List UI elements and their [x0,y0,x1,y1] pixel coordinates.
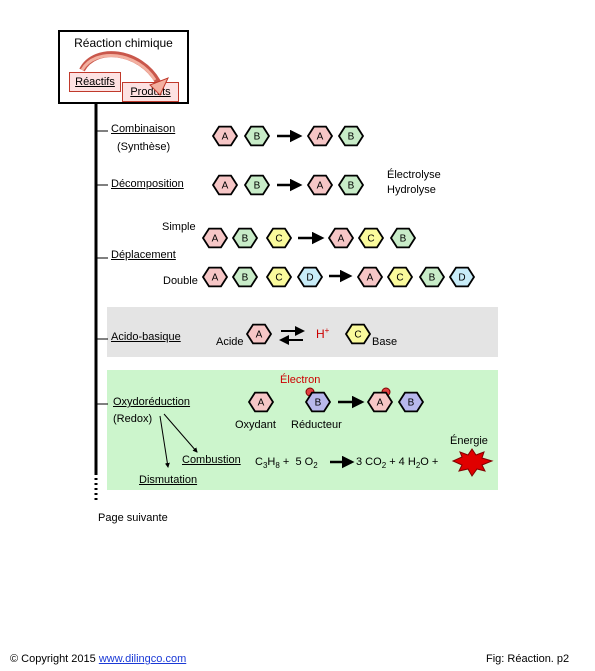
molecule-letter: C [275,234,282,245]
dismutation-label[interactable]: Dismutation [139,474,198,486]
molecule-b [389,227,417,249]
molecule-letter: A [222,132,229,143]
molecule-a [211,174,239,196]
molecule-a [201,266,229,288]
energy-burst [451,448,494,477]
molecule-a [245,323,273,345]
products-tag[interactable]: Produits [122,82,179,102]
double-label: Double [163,275,198,287]
footer-fig: Fig: Réaction. p2 [486,653,570,665]
combination-label[interactable]: Combinaison [111,123,176,135]
molecule-letter: B [408,398,415,409]
footer-copyright: © Copyright 2015 www.dilingco.com [10,653,187,665]
molecule-letter: A [256,330,263,341]
molecule-b [231,227,259,249]
molecule-b [337,125,365,147]
molecule-b [231,266,259,288]
molecule-letter: B [242,234,249,245]
molecule-b [243,125,271,147]
molecule-letter: B [348,181,355,192]
molecule-letter: B [242,273,249,284]
molecule-letter: B [315,398,322,409]
molecule-d [448,266,476,288]
combustion-equation: C3H8 + 5 O2 [255,456,318,471]
molecule-b [304,391,332,413]
molecule-a [366,391,394,413]
acid-label: Acide [216,336,244,348]
title-text: Réaction chimique [74,36,173,50]
redox-sub: (Redox) [113,413,153,425]
molecule-letter: A [222,181,229,192]
acidbase-label[interactable]: Acido-basique [111,331,181,343]
molecule-a [211,125,239,147]
reductant-label: Réducteur [291,419,342,431]
electron-label: Électron [280,374,321,386]
combination-sub: (Synthèse) [117,141,171,153]
molecule-b [337,174,365,196]
molecule-letter: A [317,181,324,192]
next-page-label[interactable]: Page suivante [98,512,168,524]
base-label: Base [372,336,398,348]
molecule-c [357,227,385,249]
molecule-b [243,174,271,196]
electrolysis-note: Électrolyse [387,169,441,181]
molecule-letter: A [377,398,384,409]
decomposition-label[interactable]: Décomposition [111,178,184,190]
combustion-label[interactable]: Combustion [182,454,241,466]
molecule-a [201,227,229,249]
molecule-letter: A [258,398,265,409]
footer-site-link[interactable]: www.dilingco.com [98,653,187,665]
molecule-c [265,227,293,249]
molecule-letter: A [338,234,345,245]
molecule-letter: B [254,181,261,192]
reaction-title-box: Réaction chimique Réactifs Produits [58,30,189,104]
molecule-letter: C [275,273,282,284]
molecule-letter: B [429,273,436,284]
molecule-letter: D [306,273,313,284]
molecule-letter: A [212,273,219,284]
molecule-letter: A [212,234,219,245]
simple-label: Simple [162,221,196,233]
molecule-c [386,266,414,288]
energy-label: Énergie [450,435,488,447]
molecule-letter: C [354,330,361,341]
redox-label[interactable]: Oxydoréduction [113,396,191,408]
molecule-b [418,266,446,288]
displacement-label[interactable]: Déplacement [111,249,176,261]
molecule-a [356,266,384,288]
molecule-a [327,227,355,249]
molecule-letter: B [400,234,407,245]
molecule-letter: C [367,234,374,245]
proton-label: H+ [316,326,330,341]
molecule-letter: A [367,273,374,284]
molecule-a [306,125,334,147]
molecule-c [265,266,293,288]
molecule-letter: C [396,273,403,284]
molecule-a [306,174,334,196]
molecule-letter: A [317,132,324,143]
molecule-letter: B [348,132,355,143]
oxidant-label: Oxydant [235,419,276,431]
hydrolysis-note: Hydrolyse [387,184,436,196]
molecule-d [296,266,324,288]
molecule-c [344,323,372,345]
redox-panel [107,370,498,490]
reactants-tag[interactable]: Réactifs [69,72,121,92]
molecule-letter: B [254,132,261,143]
molecule-a [247,391,275,413]
molecule-b [397,391,425,413]
molecule-letter: D [458,273,465,284]
combustion-products: 3 CO2 + 4 H2O + [356,456,439,471]
